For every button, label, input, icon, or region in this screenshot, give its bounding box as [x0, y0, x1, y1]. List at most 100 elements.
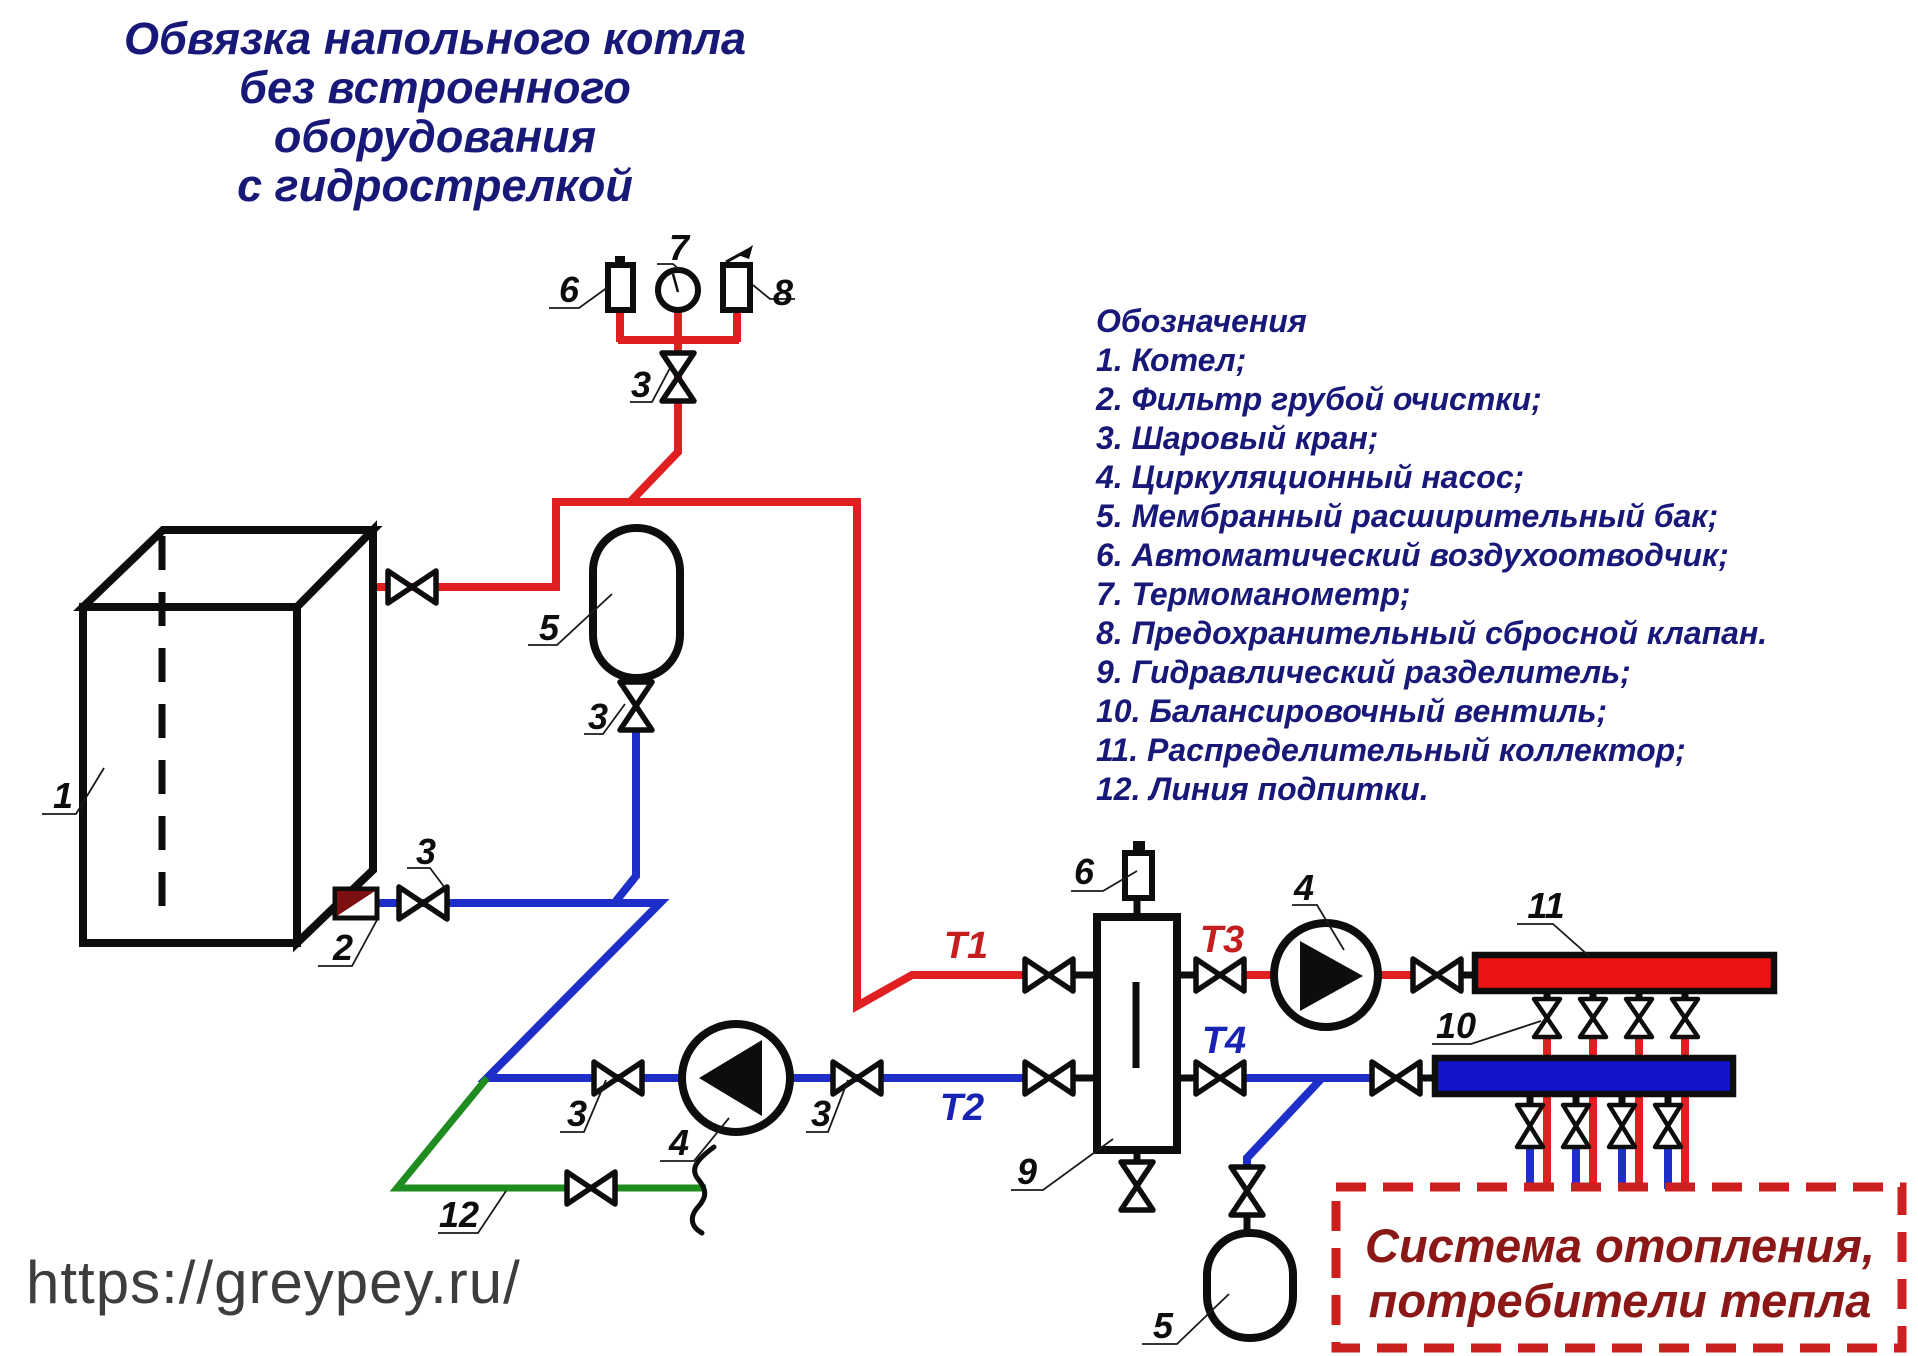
label-boiler: 1 [53, 775, 73, 816]
heating-caption-line-2: потребители тепла [1368, 1274, 1872, 1327]
label-pump-supply: 4 [1293, 867, 1314, 908]
valve-return-collector [1372, 1062, 1420, 1094]
valve-expansion-tank-bottom [1231, 1167, 1263, 1215]
return-riser-valve-1 [1517, 1105, 1543, 1147]
number-labels: 1 2 3 3 3 3 3 4 4 5 5 6 6 7 8 9 10 11 12 [53, 227, 1565, 1346]
boiler-side-face [293, 520, 377, 953]
valve-t2 [1025, 1062, 1073, 1094]
heating-caption-line-1: Система отопления, [1365, 1219, 1875, 1272]
label-air-vent-safety: 6 [559, 269, 580, 310]
balancing-valve-3 [1626, 999, 1652, 1037]
boiler [73, 520, 383, 953]
label-valve-tank: 3 [588, 696, 608, 737]
title-line-2: без встроенного оборудования [239, 62, 631, 162]
valve-boiler-supply [388, 571, 436, 603]
valve-boiler-return [399, 887, 447, 919]
pump-arrow-right [1300, 941, 1363, 1011]
expansion-tank-bottom [1203, 1229, 1297, 1342]
legend-item: 3. Шаровый кран; [1096, 420, 1379, 456]
supply-riser-stubs [1543, 1037, 1689, 1058]
legend-heading: Обозначения [1096, 303, 1307, 339]
valve-t1 [1025, 959, 1073, 991]
return-riser-valve-2 [1563, 1105, 1589, 1147]
valve-makeup [567, 1172, 615, 1204]
separator-body [1093, 913, 1181, 1154]
title-line-1: Обвязка напольного котла [124, 13, 746, 64]
legend-item: 2. Фильтр грубой очистки; [1096, 381, 1542, 417]
return-collector [1431, 1054, 1737, 1098]
balancing-valve-2 [1580, 999, 1606, 1037]
heating-system-box [1331, 1182, 1907, 1353]
pump-return [678, 1020, 794, 1136]
air-vent-cap [615, 256, 625, 265]
supply-risers [1543, 1095, 1689, 1190]
valve-t3 [1196, 959, 1244, 991]
label-pump-return: 4 [668, 1122, 689, 1163]
watermark-url: https://greypey.ru/ [26, 1249, 521, 1316]
legend-item: 12. Линия подпитки. [1096, 771, 1429, 807]
return-riser-valve-3 [1609, 1105, 1635, 1147]
legend-item: 4. Циркуляционный насос; [1096, 459, 1525, 495]
label-balancing-valve: 10 [1436, 1005, 1476, 1046]
title-line-3: с гидрострелкой [237, 160, 633, 211]
expansion-tank-top [589, 524, 684, 682]
label-valve-before-pump: 3 [567, 1093, 587, 1134]
pump-arrow-left [699, 1040, 762, 1116]
label-valve-after-pump: 3 [811, 1093, 831, 1134]
gauge-needle [671, 273, 680, 293]
boiler-return-pipe [299, 899, 684, 1082]
tank-branch-pipe [1243, 1075, 1325, 1168]
label-tank-top: 5 [539, 607, 560, 648]
label-separator: 9 [1017, 1151, 1037, 1192]
makeup-line [389, 1075, 706, 1192]
safety-valve-flag [738, 245, 753, 259]
expansion-tank-drop [612, 730, 640, 904]
page-title: Обвязка напольного котла без встроенного… [80, 14, 790, 210]
label-valve-safety: 3 [631, 364, 651, 405]
label-filter: 2 [332, 927, 353, 968]
legend-item: 1. Котел; [1096, 342, 1247, 378]
safety-valve-icon [720, 262, 753, 313]
label-air-vent-separator: 6 [1074, 851, 1095, 892]
air-vent-icon [605, 262, 636, 313]
legend-item: 8. Предохранительный сбросной клапан. [1096, 615, 1768, 651]
label-t2: Т2 [940, 1087, 984, 1129]
balancing-valve-4 [1672, 999, 1698, 1037]
valve-after-supply-pump [1413, 959, 1461, 991]
legend-item: 7. Термоманометр; [1096, 576, 1411, 612]
legend-item: 11. Распределительный коллектор; [1096, 732, 1686, 768]
separator-air-vent-cap [1133, 841, 1145, 853]
label-t3: Т3 [1200, 919, 1244, 961]
hydraulic-separator [1093, 841, 1181, 1154]
heating-system-caption: Система отопления, потребители тепла [1350, 1218, 1890, 1328]
valve-t4 [1196, 1062, 1244, 1094]
legend-item: 9. Гидравлический разделитель; [1096, 654, 1631, 690]
return-riser-valve-4 [1655, 1105, 1681, 1147]
dirt-filter [332, 886, 380, 921]
valve-separator-drain [1121, 1162, 1153, 1210]
leader-lines [42, 263, 1590, 1345]
label-thermomanometer: 7 [669, 227, 691, 268]
label-makeup: 12 [439, 1194, 479, 1235]
label-valve-boiler: 3 [416, 831, 436, 872]
pump-supply [1270, 919, 1382, 1031]
safety-group [605, 245, 753, 313]
label-t1: Т1 [944, 925, 988, 967]
label-collector: 11 [1527, 885, 1564, 926]
valve-safety-group [662, 353, 694, 401]
label-safety-valve: 8 [773, 272, 793, 313]
label-tank-bottom: 5 [1153, 1305, 1174, 1346]
boiler-supply-pipe [373, 498, 1025, 1013]
valve-expansion-tank-top [620, 682, 652, 730]
filter-screen [337, 891, 375, 916]
legend: Обозначения 1. Котел; 2. Фильтр грубой о… [1096, 302, 1767, 809]
balancing-valve-1 [1534, 999, 1560, 1037]
supply-collector [1471, 951, 1778, 995]
return-risers [1526, 1147, 1672, 1189]
boiler-front-face [79, 603, 301, 947]
pipe-break-squiggle [689, 1144, 717, 1236]
flow-labels: Т1 Т2 Т3 Т4 [940, 919, 1246, 1129]
safety-group-manifold [616, 308, 741, 344]
